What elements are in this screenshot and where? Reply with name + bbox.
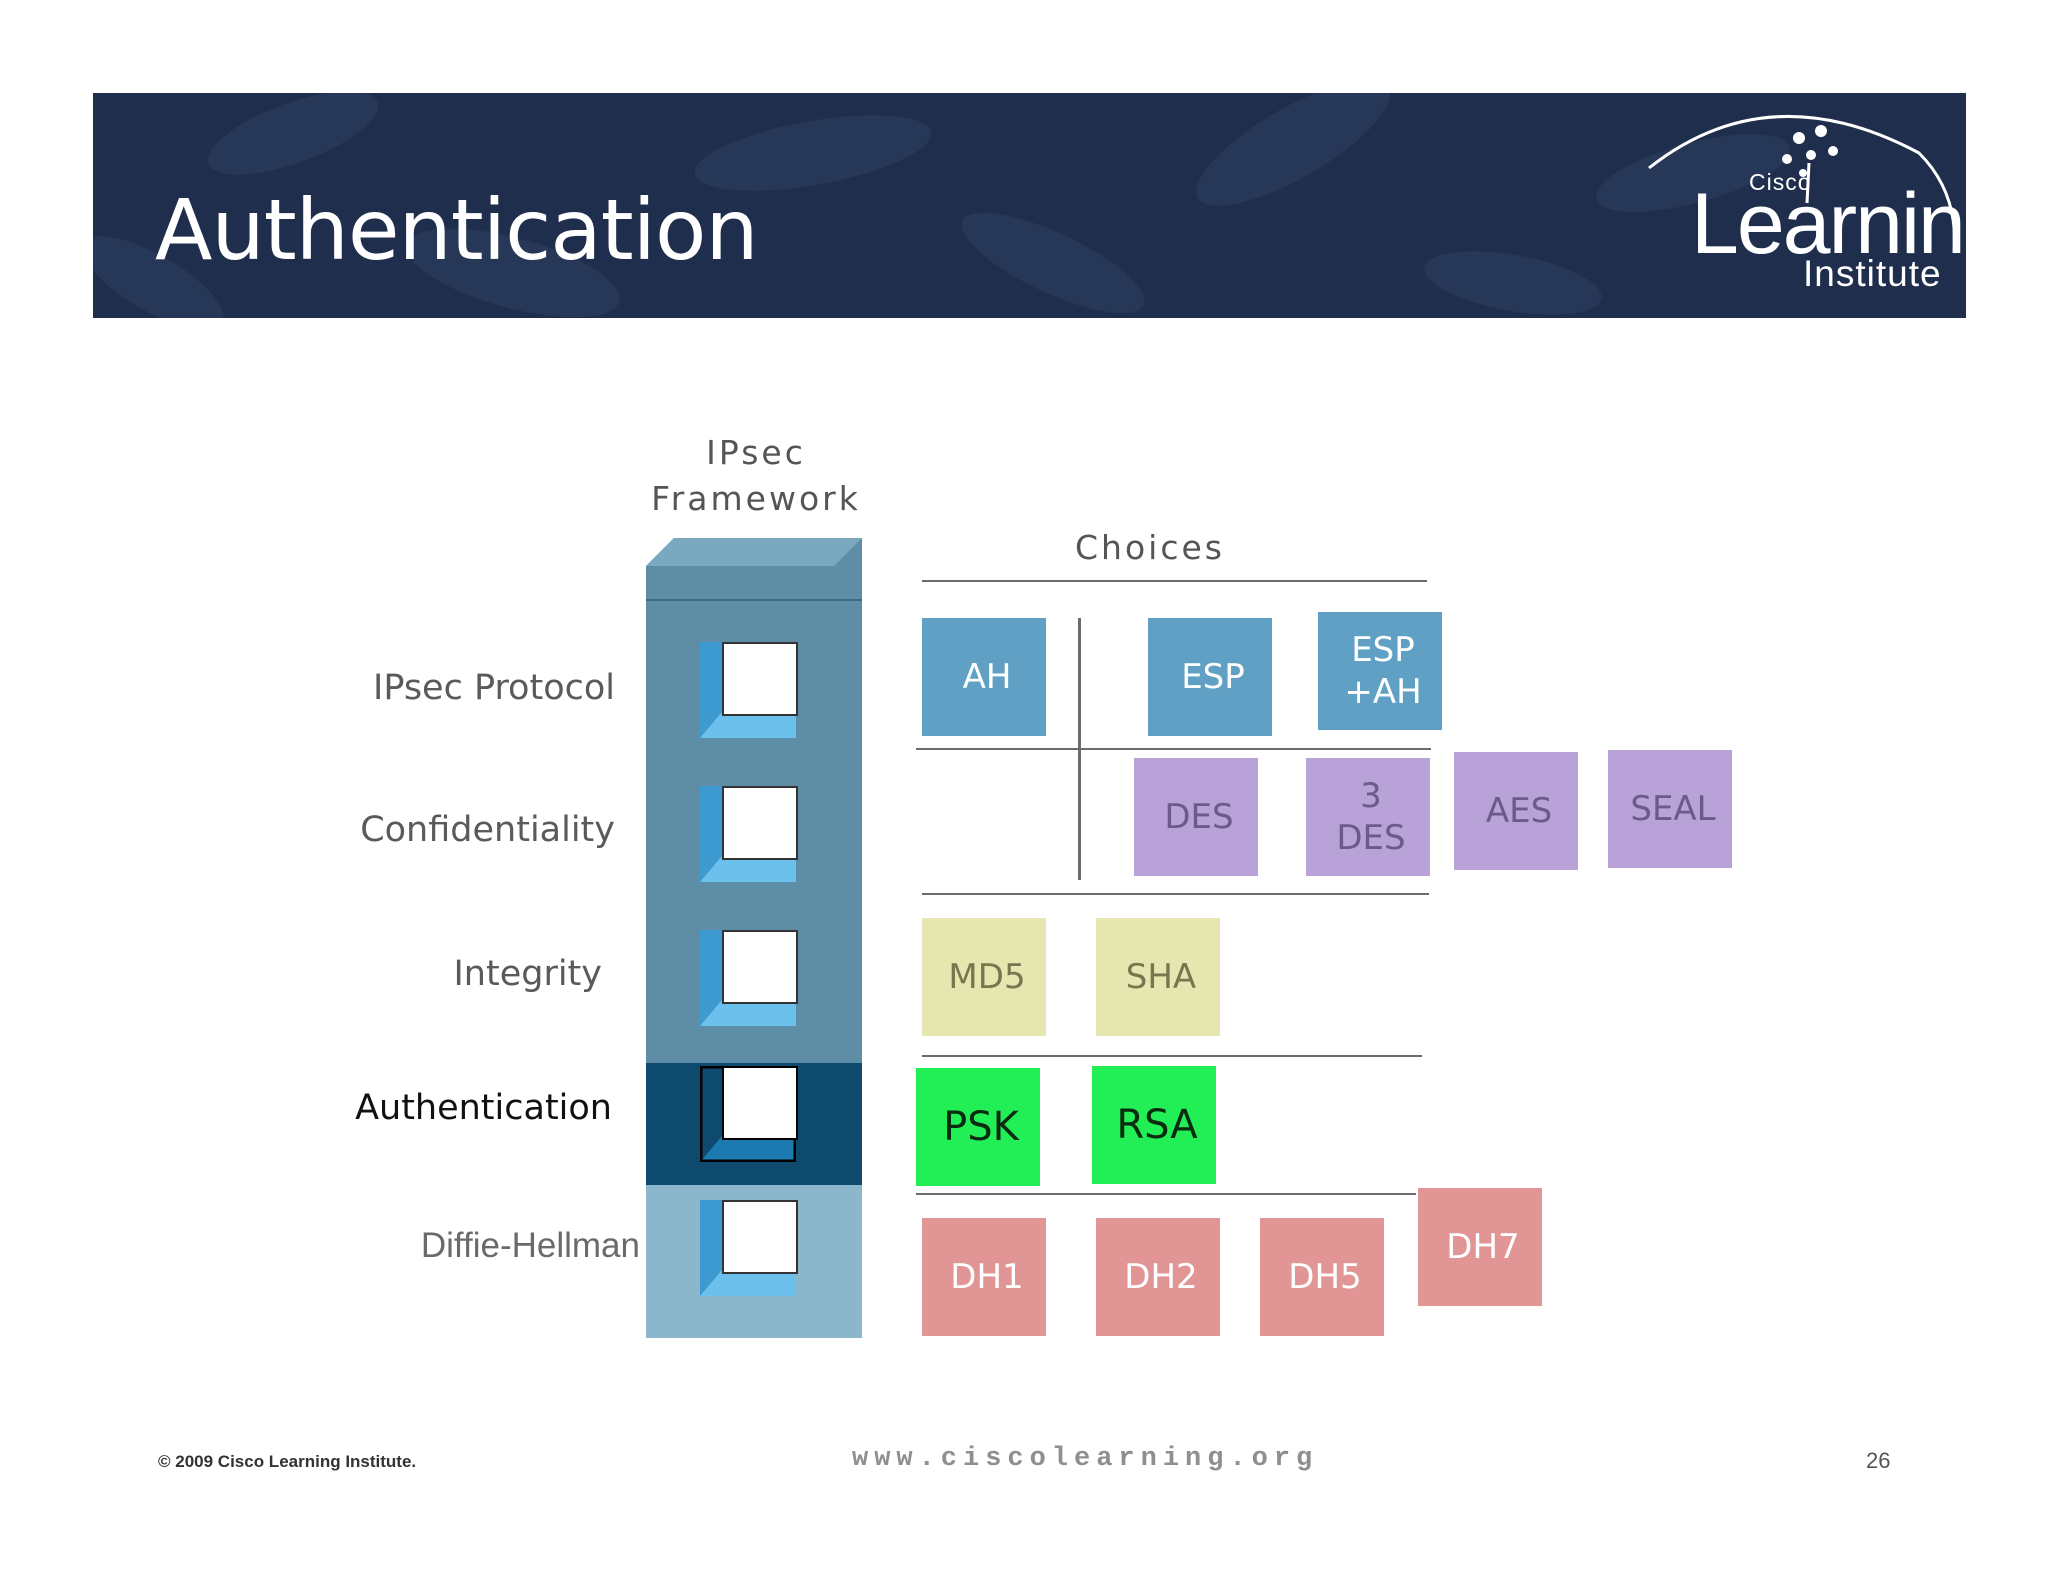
framework-slot-confidentiality [700,786,798,882]
rule-after-integrity [922,1055,1422,1057]
logo-cisco-text: Cisco [1749,169,1812,195]
choice-dh1: DH1 [922,1218,1046,1336]
choice-aes: AES [1454,752,1578,870]
choice-md5: MD5 [922,918,1046,1036]
choice-dh5: DH5 [1260,1218,1384,1336]
rule-after-confidentiality [922,893,1429,895]
row-label-integrity: Integrity [453,954,602,994]
framework-slot-authentication [700,1066,798,1162]
choice-psk: PSK [916,1068,1040,1186]
choice-dh7: DH7 [1418,1188,1542,1306]
rule-after-protocol [916,748,1431,750]
logo-institute-text: Institute [1803,253,1942,294]
choice-esp: ESP [1148,618,1272,736]
footer-url: www.ciscolearning.org [852,1444,1319,1474]
framework-slot-integrity [700,930,798,1026]
choice-rsa: RSA [1092,1066,1216,1184]
page-number: 26 [1866,1448,1891,1473]
row-label-confidentiality: Confidentiality [360,810,615,850]
choice-dh2: DH2 [1096,1218,1220,1336]
footer-copyright: © 2009 Cisco Learning Institute. [158,1452,417,1471]
choice-esp-ah: ESP +AH [1318,612,1442,730]
choice-ah: AH [922,618,1046,736]
choice-sha: SHA [1096,918,1220,1036]
choice-seal: SEAL [1608,750,1732,868]
row-label-diffie-hellman: Diffie-Hellman [420,1226,640,1265]
cisco-learning-institute-logo: Cisco Learning Institute [1589,93,1966,318]
choice-3des: 3 DES [1306,758,1430,876]
choices-header-rule [922,580,1427,582]
title-banner: Authentication Cisco Learning Institute [93,93,1966,318]
row-label-ipsec-protocol: IPsec Protocol [373,668,615,708]
framework-slot-diffie-hellman [700,1200,798,1296]
slide-title: Authentication [155,181,759,279]
rule-after-authentication [916,1193,1416,1195]
framework-header: IPsec Framework [651,433,861,518]
banner-leaf-texture [93,93,1790,318]
logo-arc-tree-graphic [1648,114,1957,254]
row-label-authentication: Authentication [355,1088,612,1128]
framework-slot-ipsec-protocol [700,642,798,738]
choice-des: DES [1134,758,1258,876]
choices-header: Choices [1075,528,1225,567]
logo-learning-text: Learning [1691,176,1966,272]
